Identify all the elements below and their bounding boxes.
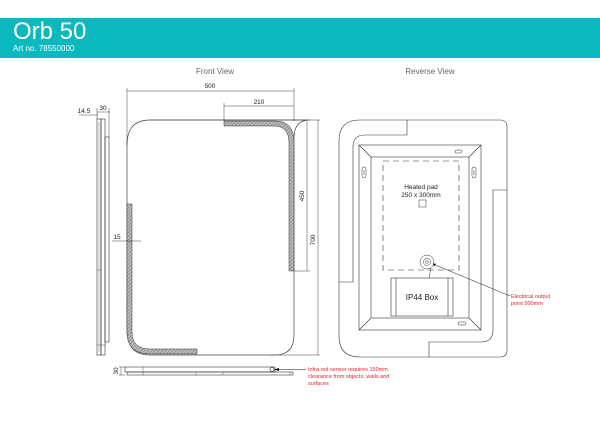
header-banner: Orb 50 Art no. 78550000 bbox=[0, 18, 600, 58]
heated-pad-label-line-1: Heated pad bbox=[404, 184, 438, 191]
slot-bottom-icon bbox=[457, 321, 467, 326]
led-strip-top-right bbox=[223, 120, 295, 272]
side-profile bbox=[79, 108, 110, 356]
infrared-sensor-icon bbox=[269, 367, 275, 372]
slot-top-icon bbox=[454, 149, 463, 154]
led-side-height-dimension: 450 bbox=[299, 190, 306, 201]
reverse-view-label: Reverse View bbox=[405, 67, 454, 76]
electrical-pointer-arrow bbox=[432, 263, 511, 297]
cable-spiral-icon bbox=[419, 254, 435, 270]
hanger-left-icon bbox=[361, 166, 367, 179]
sensor-note-line-1: Infra red sensor requires 150mm bbox=[308, 367, 388, 373]
led-strip-bottom-left bbox=[126, 203, 198, 355]
ip44-box-label: IP44 Box bbox=[406, 293, 438, 302]
heated-pad-label-line-2: 250 x 300mm bbox=[401, 192, 440, 199]
electrical-note-line-2: point 500mm bbox=[511, 301, 543, 307]
hanger-right-icon bbox=[471, 166, 477, 179]
front-dimension-lines bbox=[112, 88, 319, 355]
side-offset-dimension: 14.5 bbox=[78, 108, 91, 115]
height-dimension: 700 bbox=[310, 234, 317, 245]
heated-pad-area bbox=[382, 160, 460, 271]
product-title: Orb 50 bbox=[13, 18, 87, 45]
led-top-width-dimension: 210 bbox=[254, 99, 265, 106]
sensor-note-line-2: clearance from objects, walls and bbox=[308, 374, 389, 380]
bottom-depth-dimension: 30 bbox=[113, 367, 120, 375]
front-mirror bbox=[126, 119, 320, 356]
side-depth-dimension: 30 bbox=[99, 105, 107, 112]
front-view-label: Front View bbox=[196, 67, 234, 76]
electrical-note-line-1: Electrical output bbox=[511, 294, 551, 300]
heated-pad-indicator bbox=[418, 199, 427, 208]
article-number: Art no. 78550000 bbox=[13, 44, 75, 53]
led-inset-dimension: 15 bbox=[113, 234, 121, 241]
ip44-box bbox=[390, 277, 454, 317]
reverse-mirror bbox=[338, 119, 508, 358]
sensor-note-line-3: surfaces bbox=[308, 381, 329, 387]
width-dimension: 500 bbox=[205, 83, 216, 90]
bottom-profile bbox=[119, 366, 306, 376]
